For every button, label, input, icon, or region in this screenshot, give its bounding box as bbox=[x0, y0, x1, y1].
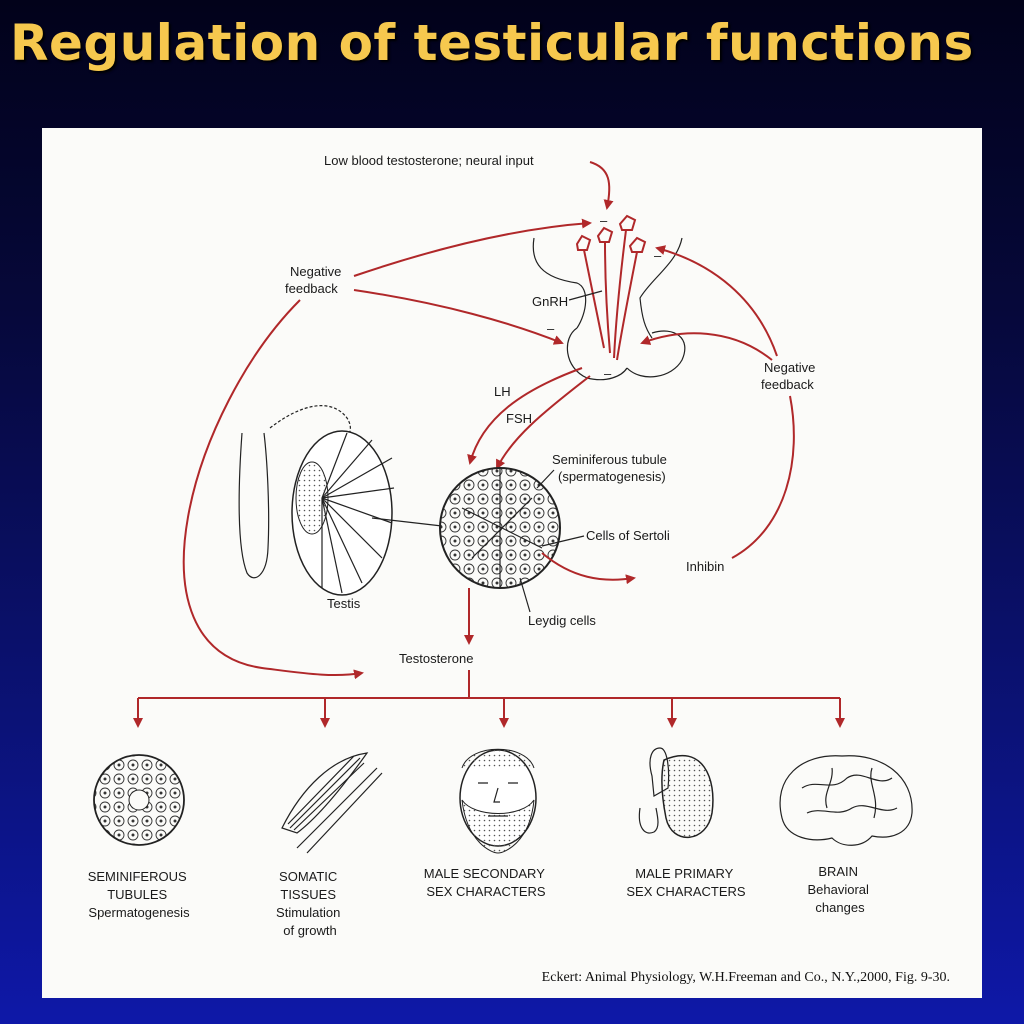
distribution-bracket bbox=[133, 670, 845, 728]
minus-sign-top: – bbox=[600, 213, 608, 228]
seminiferous-tubule-label-line1: Seminiferous tubule bbox=[552, 452, 667, 467]
somatic-tissue-illustration bbox=[281, 752, 383, 854]
lh-arrow bbox=[467, 367, 583, 465]
negative-feedback-left-line2: feedback bbox=[285, 281, 338, 296]
lh-label: LH bbox=[494, 384, 511, 399]
target-caption-primary: MALE PRIMARY SEX CHARACTERS bbox=[626, 866, 746, 899]
sertoli-label: Cells of Sertoli bbox=[586, 528, 670, 543]
minus-sign-hypothalamus: – bbox=[654, 248, 662, 263]
testis-drawing bbox=[238, 405, 395, 596]
diagram-svg: Low blood testosterone; neural input – –… bbox=[88, 153, 950, 985]
minus-sign-gnrh: – bbox=[547, 321, 555, 336]
leydig-pointer bbox=[519, 577, 531, 613]
target-caption-tubules: SEMINIFEROUS TUBULES Spermatogenesis bbox=[88, 869, 191, 920]
testosterone-label: Testosterone bbox=[399, 651, 473, 666]
tubule-cross-section-illustration bbox=[93, 754, 185, 846]
bearded-face-illustration bbox=[459, 748, 537, 854]
negative-feedback-left-line1: Negative bbox=[290, 264, 341, 279]
fsh-arrow bbox=[496, 375, 591, 470]
leydig-label: Leydig cells bbox=[528, 613, 596, 628]
sertoli-pointer bbox=[541, 535, 585, 547]
negative-feedback-right-line1: Negative bbox=[764, 360, 815, 375]
negative-feedback-right-line2: feedback bbox=[761, 377, 814, 392]
slide-title: Regulation of testicular functions bbox=[10, 14, 974, 72]
seminiferous-tubule-circle bbox=[439, 467, 561, 589]
target-caption-brain: BRAIN Behavioral changes bbox=[807, 864, 872, 915]
testosterone-feedback-loop bbox=[182, 299, 364, 680]
target-caption-secondary: MALE SECONDARY SEX CHARACTERS bbox=[424, 866, 549, 899]
minus-sign-pituitary: – bbox=[604, 366, 612, 381]
male-primary-illustration bbox=[638, 747, 714, 838]
feedback-right-to-pituitary bbox=[640, 332, 773, 361]
citation: Eckert: Animal Physiology, W.H.Freeman a… bbox=[542, 970, 950, 985]
feedback-left-to-hypothalamus bbox=[353, 218, 592, 277]
brain-illustration bbox=[779, 755, 913, 846]
input-arrow bbox=[589, 161, 614, 210]
target-caption-somatic: SOMATIC TISSUES Stimulation of growth bbox=[276, 869, 344, 938]
gnrh-label: GnRH bbox=[532, 294, 568, 309]
figure-panel: Low blood testosterone; neural input – –… bbox=[42, 128, 982, 998]
testis-pointer bbox=[371, 517, 443, 527]
hypothalamus-neurons bbox=[575, 214, 647, 361]
inhibin-return-line bbox=[731, 395, 795, 559]
tubule-pointer bbox=[536, 469, 555, 489]
feedback-right-to-hypothalamus bbox=[655, 245, 778, 357]
inhibin-label: Inhibin bbox=[686, 559, 724, 574]
testis-label: Testis bbox=[327, 596, 361, 611]
seminiferous-tubule-label-line2: (spermatogenesis) bbox=[558, 469, 666, 484]
fsh-label: FSH bbox=[506, 411, 532, 426]
feedback-left-to-pituitary bbox=[353, 289, 564, 345]
input-label: Low blood testosterone; neural input bbox=[324, 153, 534, 168]
inhibin-arrow bbox=[541, 552, 636, 585]
gnrh-pointer bbox=[568, 290, 603, 301]
